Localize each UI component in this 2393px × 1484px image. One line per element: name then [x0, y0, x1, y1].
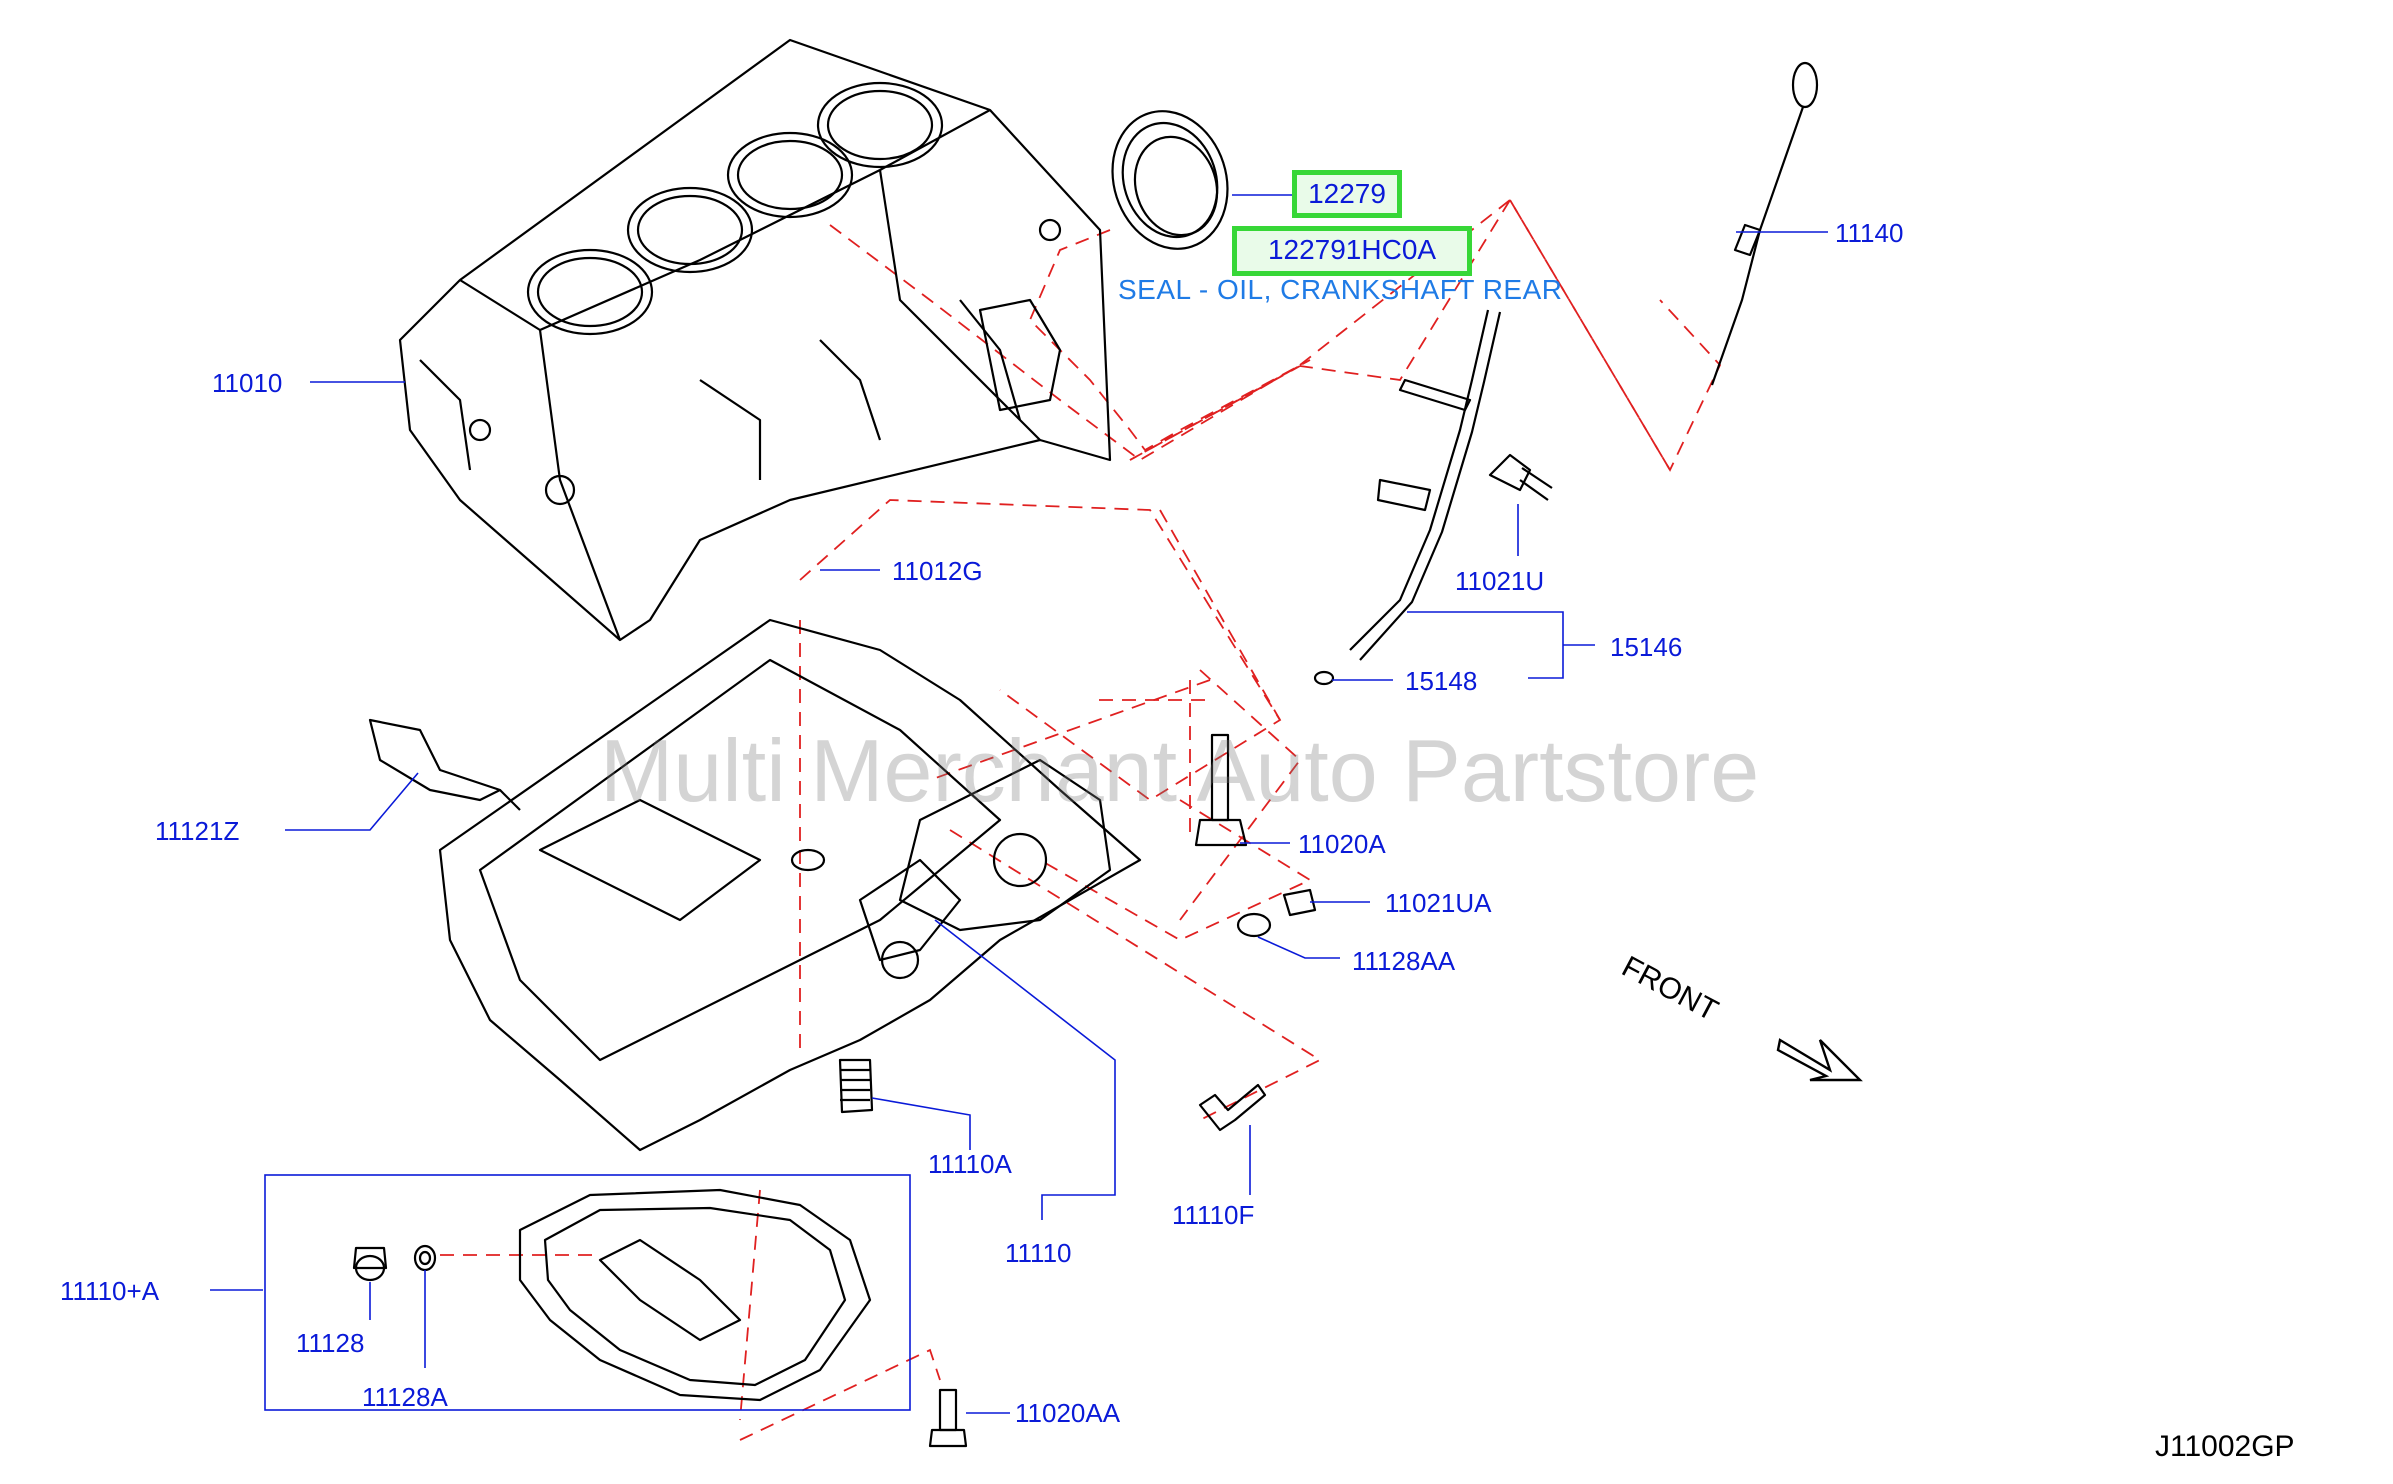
highlight-part-number[interactable]: 12279	[1292, 170, 1402, 218]
cylinder-block-drawing	[398, 38, 1112, 642]
label-11010[interactable]: 11010	[212, 368, 283, 398]
label-11128AA[interactable]: 11128AA	[1352, 946, 1456, 976]
label-11128A[interactable]: 11128A	[362, 1382, 448, 1412]
dipstick-drawing	[1710, 61, 1819, 386]
front-arrow-icon	[1776, 1038, 1863, 1082]
rear-oil-seal-drawing	[1111, 110, 1229, 250]
label-11110F[interactable]: 11110F	[1172, 1200, 1255, 1230]
label-11128[interactable]: 11128	[296, 1328, 365, 1358]
label-11012G[interactable]: 11012G	[892, 556, 983, 586]
label-11020AA[interactable]: 11020AA	[1015, 1398, 1121, 1428]
label-11021UA[interactable]: 11021UA	[1385, 888, 1492, 918]
watermark: Multi Merchant Auto Partstore	[600, 721, 1760, 820]
label-11110[interactable]: 11110	[1005, 1238, 1072, 1268]
upper-oil-pan-drawing	[368, 618, 1142, 1152]
label-11121Z[interactable]: 11121Z	[155, 816, 240, 846]
label-11140[interactable]: 11140	[1835, 218, 1904, 248]
diagram-code: J11002GP	[2155, 1430, 2295, 1463]
leader-lines	[210, 194, 1828, 1414]
bolts-drawing	[1194, 733, 1317, 1132]
guide-tube-drawing	[1313, 309, 1502, 686]
label-11110A[interactable]: 11110A	[928, 1149, 1012, 1179]
label-11110plusA[interactable]: 11110+A	[60, 1276, 160, 1306]
label-15146[interactable]: 15146	[1610, 632, 1683, 662]
label-11020A[interactable]: 11020A	[1298, 829, 1386, 859]
bolt-11021U-drawing	[1488, 453, 1553, 501]
highlight-full-part-number[interactable]: 122791HC0A	[1232, 226, 1472, 276]
reference-lines	[440, 198, 1722, 1441]
label-15148[interactable]: 15148	[1405, 666, 1478, 696]
oil-pump-drawing	[838, 758, 1112, 1114]
label-11021U[interactable]: 11021U	[1455, 566, 1545, 596]
highlight-description: SEAL - OIL, CRANKSHAFT REAR	[1118, 274, 1563, 305]
